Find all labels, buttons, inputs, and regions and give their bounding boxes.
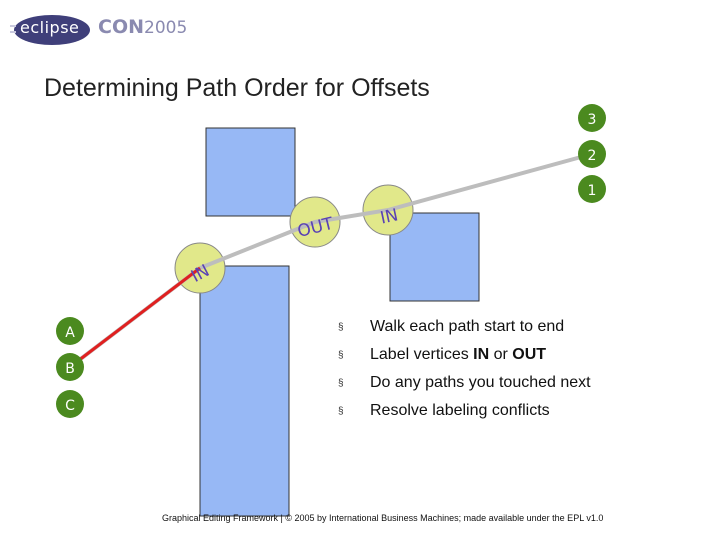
vertex-label-in-top: IN <box>378 205 400 228</box>
path-red-segment <box>69 266 201 369</box>
end-marker-3-label: 3 <box>588 112 597 128</box>
bullet-marker: § <box>338 321 344 333</box>
bullet-item: § Do any paths you touched next <box>338 369 591 397</box>
bullet-text-bold: OUT <box>512 346 547 363</box>
start-marker-a-label: A <box>65 325 75 341</box>
bullet-item: § Walk each path start to end <box>338 313 591 341</box>
node-top-left <box>205 127 296 217</box>
bullet-text: Label vertices <box>370 346 474 363</box>
start-marker-a <box>56 317 84 345</box>
bullet-item: § Label vertices IN or OUT <box>338 341 591 369</box>
end-marker-3 <box>578 104 606 132</box>
end-marker-1-label: 1 <box>588 183 597 199</box>
end-marker-1 <box>578 175 606 203</box>
slide-title: Determining Path Order for Offsets <box>44 74 430 102</box>
bullet-marker: § <box>338 377 344 389</box>
start-marker-c-label: C <box>65 398 75 414</box>
bullet-text: Do any paths you touched next <box>370 374 591 391</box>
bullet-text: Resolve labeling conflicts <box>370 402 550 419</box>
bullet-item: § Resolve labeling conflicts <box>338 397 591 425</box>
logo-eclipse-text: eclipse <box>20 18 80 37</box>
footer-copyright: Graphical Editing Framework | © 2005 by … <box>162 513 604 523</box>
bullet-text: or <box>489 346 513 363</box>
logo-con-text: CON <box>98 16 144 38</box>
bullet-text: Walk each path start to end <box>370 318 565 335</box>
start-marker-b-label: B <box>65 361 75 377</box>
end-marker-2 <box>578 140 606 168</box>
start-marker-b <box>56 353 84 381</box>
start-marker-c <box>56 390 84 418</box>
end-marker-2-label: 2 <box>588 148 597 164</box>
eclipsecon-logo: eclipse CON 2005 <box>10 14 187 50</box>
node-bottom <box>199 265 290 517</box>
bullet-marker: § <box>338 349 344 361</box>
logo-year-text: 2005 <box>144 18 188 38</box>
bullet-marker: § <box>338 405 344 417</box>
bullet-text-bold: IN <box>473 346 490 363</box>
bullet-list: § Walk each path start to end § Label ve… <box>338 313 591 425</box>
